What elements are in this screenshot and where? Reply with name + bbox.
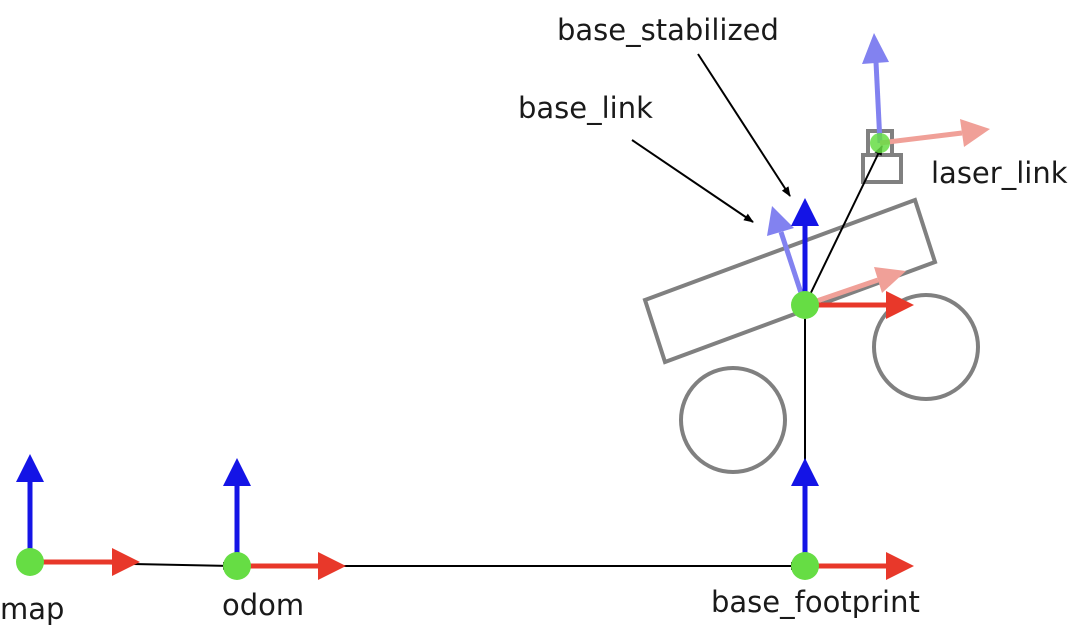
- label-pointers: [631, 53, 791, 223]
- base-stabilized-x-axis-head: [886, 291, 914, 319]
- frame-labels: map odom base_footprint base_link base_s…: [0, 13, 1068, 626]
- base-link-origin: [791, 291, 819, 319]
- base-stabilized-frame: [791, 198, 914, 319]
- odom-x-axis-head: [318, 552, 346, 580]
- base-link-frame: [767, 206, 906, 308]
- base-stabilized-y-axis-head: [791, 198, 819, 226]
- front-wheel: [872, 293, 980, 401]
- base-footprint-y-axis-head: [791, 458, 819, 486]
- base-footprint-origin: [791, 552, 819, 580]
- laser-link-x-axis-head: [960, 119, 990, 147]
- rear-wheel: [679, 366, 787, 474]
- label-base-stabilized: base_stabilized: [557, 13, 779, 47]
- base-link-to-laser-link-arrow: [804, 145, 883, 306]
- label-laser-link: laser_link: [931, 156, 1068, 190]
- base-stabilized-pointer: [697, 53, 791, 197]
- laser-mount: [861, 153, 903, 184]
- base-link-pointer: [631, 139, 754, 223]
- odom-y-axis-head: [223, 458, 251, 486]
- laser-link-y-axis-head: [862, 33, 889, 64]
- map-origin: [16, 548, 44, 576]
- odom-frame: [223, 458, 346, 580]
- base-footprint-frame: [791, 458, 914, 580]
- base-link-x-axis-head: [874, 267, 906, 293]
- base-footprint-x-axis-head: [886, 552, 914, 580]
- odom-origin: [223, 552, 251, 580]
- laser-link-x-axis: [879, 130, 963, 146]
- label-base-footprint: base_footprint: [711, 585, 920, 619]
- map-frame: [16, 454, 140, 576]
- transform-arrows: [31, 145, 883, 570]
- laser-link-y-axis: [873, 61, 883, 144]
- label-odom: odom: [222, 588, 304, 622]
- map-y-axis-head: [16, 454, 44, 482]
- base-link-y-axis-head: [767, 206, 794, 236]
- robot-body: [642, 197, 938, 365]
- label-map: map: [0, 592, 64, 626]
- laser-link-origin: [870, 133, 890, 153]
- map-x-axis-head: [112, 548, 140, 576]
- label-base-link: base_link: [518, 91, 653, 125]
- laser-link-frame: [862, 33, 990, 153]
